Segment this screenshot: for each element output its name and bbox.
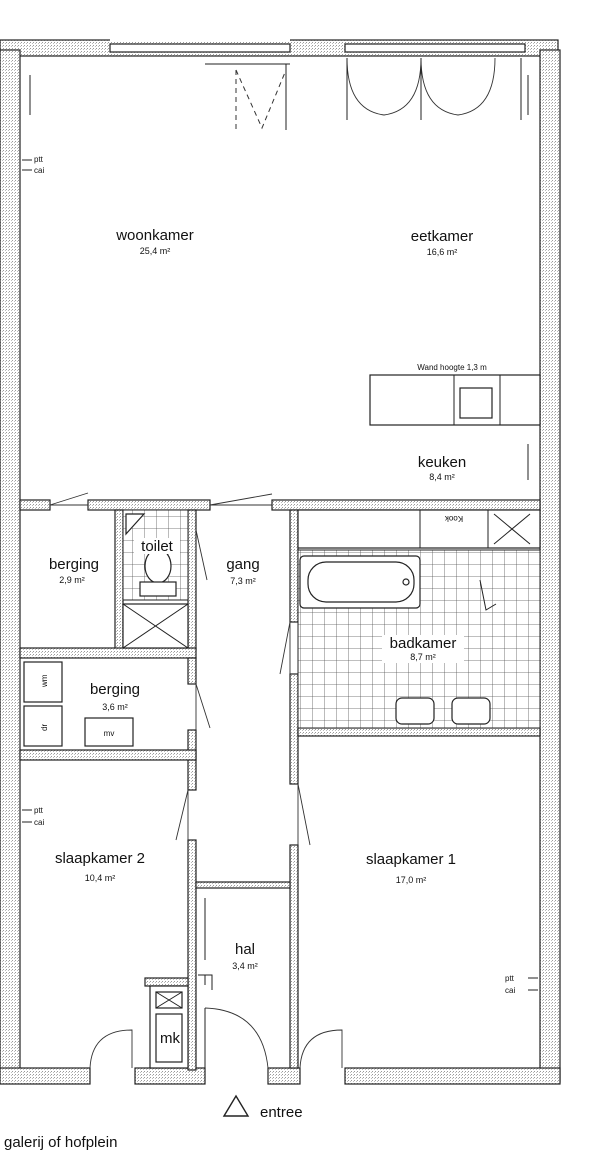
mk-label: mk [160, 1030, 180, 1047]
meter-cabinet [149, 974, 213, 1069]
slaapkamer-1-label: slaapkamer 1 [366, 851, 456, 868]
outer-walls [0, 39, 561, 1085]
keuken-area: 8,4 m² [429, 472, 455, 482]
outlet-markers [22, 159, 538, 991]
hal-label: hal [235, 941, 255, 958]
ptt-label-2: ptt [34, 806, 44, 815]
toilet-label: toilet [141, 538, 174, 555]
keuken-label: keuken [418, 454, 466, 471]
doors [49, 492, 343, 1069]
ptt-label-1: ptt [34, 155, 44, 164]
berging-1-area: 2,9 m² [59, 575, 85, 585]
gang-area: 7,3 m² [230, 576, 256, 586]
mv-label: mv [104, 729, 115, 738]
gang-label: gang [226, 556, 259, 573]
berging-2-area: 3,6 m² [102, 702, 128, 712]
storage-appliances: wm dr [23, 661, 134, 747]
ptt-label-3: ptt [505, 974, 515, 983]
slaapkamer-1-area: 17,0 m² [396, 875, 427, 885]
svg-text:dr: dr [40, 724, 49, 731]
facade-windows [29, 38, 529, 130]
hal-area: 3,4 m² [232, 961, 258, 971]
slaapkamer-2-label: slaapkamer 2 [55, 850, 145, 867]
cai-label-3: cai [505, 986, 515, 995]
berging-2-label: berging [90, 681, 140, 698]
badkamer-label: badkamer [390, 635, 457, 652]
entree-label: entree [260, 1104, 303, 1121]
eetkamer-area: 16,6 m² [427, 247, 458, 257]
badkamer-area: 8,7 m² [410, 652, 436, 662]
toilet-fixtures [122, 509, 189, 649]
woonkamer-label: woonkamer [115, 227, 194, 244]
labels: woonkamer 25,4 m² eetkamer 16,6 m² Wand … [4, 155, 515, 1151]
kitchen-counter [297, 374, 541, 549]
slaapkamer-2-area: 10,4 m² [85, 873, 116, 883]
galerij-label: galerij of hofplein [4, 1134, 117, 1151]
cai-label-2: cai [34, 818, 44, 827]
wall-height-note: Wand hoogte 1,3 m [417, 363, 487, 372]
berging-1-label: berging [49, 556, 99, 573]
entrance-triangle-icon [222, 1094, 250, 1117]
cai-label-1: cai [34, 166, 44, 175]
woonkamer-area: 25,4 m² [140, 246, 171, 256]
kook-label: Kook [444, 514, 463, 523]
eetkamer-label: eetkamer [411, 228, 474, 245]
svg-text:wm: wm [40, 674, 49, 688]
